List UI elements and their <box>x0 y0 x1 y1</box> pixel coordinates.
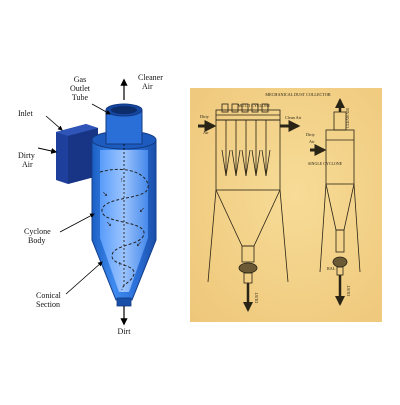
cleaner-air-label-line1: Cleaner <box>138 73 163 82</box>
conical-section-label-line1: Conical <box>36 291 62 300</box>
dirty-air-right-line2: Air <box>309 139 315 144</box>
dirty-air-left-line1: Dirty <box>200 114 210 119</box>
gas-outlet-tube <box>105 103 143 175</box>
svg-text:↘: ↘ <box>106 220 112 228</box>
cyclone-body-label-line1: Cyclone <box>24 227 51 236</box>
cyclone-diagram: ↑ ↘ ↙ ↘ ↙ ↑ Gas Outlet Tube Cleaner Air … <box>18 73 163 336</box>
gas-outlet-label-line2: Outlet <box>70 84 91 93</box>
dirty-air-label-line1: Dirty <box>18 151 35 160</box>
dust-collector-title: MECHANICAL DUST COLLECTOR <box>265 92 331 97</box>
dirt-outlet <box>116 297 132 307</box>
svg-text:↙: ↙ <box>139 206 145 214</box>
ral-right-label: RAL <box>327 266 336 271</box>
gas-outlet-label-line3: Tube <box>72 93 89 102</box>
dirty-air-left-line2: Air <box>203 130 209 135</box>
dust-right-label: DUST <box>346 285 351 296</box>
dust-collector-diagram: MECHANICAL DUST COLLECTOR MULTI CYCLONE … <box>190 88 382 322</box>
dirty-air-arrow <box>37 147 58 154</box>
conical-section-leader <box>65 261 103 295</box>
gas-outlet-leader <box>91 103 111 115</box>
cyclone-body-leader <box>59 213 95 233</box>
dirty-air-right-line1: Dirty <box>306 132 316 137</box>
svg-text:↙: ↙ <box>136 240 142 248</box>
svg-text:↑: ↑ <box>118 260 122 268</box>
clean-air-left-label: Clean Air <box>285 115 302 120</box>
multi-cyclone-label: MULTI CYCLONE <box>238 103 271 108</box>
inlet-label: Inlet <box>18 109 33 118</box>
inlet-duct <box>56 124 98 184</box>
cleaner-air-label-line2: Air <box>142 82 153 91</box>
dirty-air-label-line2: Air <box>22 160 33 169</box>
svg-text:↑: ↑ <box>120 176 124 184</box>
conical-section-label-line2: Section <box>36 300 60 309</box>
single-cyclone-label: SINGLE CYCLONE <box>308 161 343 166</box>
dust-left-label: DUST <box>254 292 259 303</box>
gas-outlet-label-line1: Gas <box>74 75 86 84</box>
inlet-leader <box>45 115 63 131</box>
multi-cyclone-drawing <box>207 103 289 284</box>
dirt-label: Dirt <box>118 327 132 336</box>
particle-markers: ↑ ↘ ↙ ↘ ↙ ↑ <box>102 176 145 268</box>
spiral-flow <box>99 168 149 291</box>
cyclone-body-label-line2: Body <box>28 236 45 245</box>
svg-text:↘: ↘ <box>102 190 108 198</box>
clean-air-right-label: CLEAN AIR <box>346 108 350 128</box>
single-cyclone-drawing <box>319 111 361 276</box>
paper-background <box>190 88 382 322</box>
